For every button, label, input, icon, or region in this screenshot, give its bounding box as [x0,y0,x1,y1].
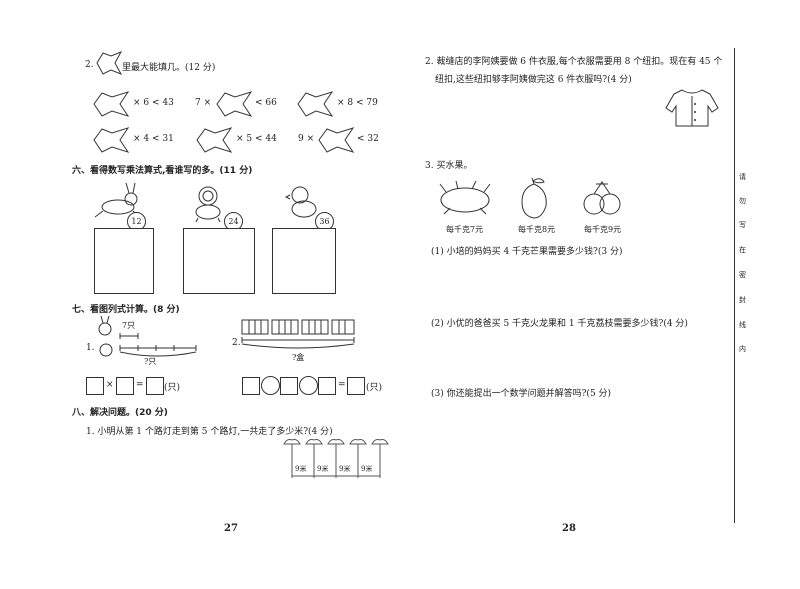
q2-text: 里最大能填几。(12 分) [122,63,216,73]
unit-label-2: (只) [366,383,383,393]
ineq-6-prefix: 9 × [298,134,315,144]
equation-box-7[interactable] [347,377,365,395]
equation-box-1[interactable] [86,377,104,395]
dragon-fruit-icon [439,180,491,215]
r-q3-sub2: (2) 小优的爸爸买 5 千克火龙果和 1 千克荔枝需要多少钱?(4 分) [431,319,688,329]
seal-char-1: 请 [739,173,746,181]
operator-circle-1[interactable] [261,376,280,395]
seal-char-4: 在 [739,246,746,254]
leaf-blank-icon [297,91,334,117]
seal-char-8: 内 [739,345,746,353]
equals-sign: = [136,380,144,390]
r-q3-title: 3. 买水果。 [425,161,473,171]
page-number-left: 27 [224,523,238,534]
s7-q1-top-label: 7只 [122,321,136,330]
leaf-blank-icon [93,127,130,153]
boxes-diagram [241,319,355,349]
seal-char-6: 封 [739,296,746,304]
s7-q2-number: 2. [232,338,241,348]
chick-small-icon [99,343,113,357]
ineq-3: × 8 < 79 [337,98,378,108]
lamp-distance-4: 9米 [361,465,373,473]
answer-box-3[interactable] [272,228,336,294]
ineq-6-suffix: < 32 [357,134,379,144]
equation-box-5[interactable] [280,377,298,395]
s7-q1-bottom-label: ?只 [144,357,157,366]
page-number-right: 28 [562,523,576,534]
shirt-icon [665,89,719,127]
ineq-4: × 4 < 31 [133,134,174,144]
section-8-title: 八、解决问题。(20 分) [72,408,168,418]
rabbit-small-icon [98,315,112,336]
answer-box-2[interactable] [183,228,255,294]
r-q2-line2: 纽扣,这些纽扣够李阿姨做完这 6 件衣服吗?(4 分) [435,75,632,85]
segment-diagram-1 [119,333,197,357]
r-q3-sub3: (3) 你还能提出一个数学问题并解答吗?(5 分) [431,389,612,399]
multiply-sign: × [106,380,114,390]
s7-q2-bottom-label: ?盒 [292,353,305,362]
lamp-distance-3: 9米 [339,465,351,473]
ineq-5: × 5 < 44 [236,134,277,144]
street-lamps-diagram [283,439,389,478]
price-mango: 每千克8元 [518,225,556,234]
equation-box-3[interactable] [146,377,164,395]
seal-char-2: 勿 [739,197,746,205]
ineq-1: × 6 < 43 [133,98,174,108]
section-7-title: 七、看图列式计算。(8 分) [72,305,180,315]
mango-icon [521,177,547,219]
answer-box-1[interactable] [94,228,154,294]
lychee-icon [583,181,621,215]
s7-q1-number: 1. [86,343,95,353]
leaf-blank-icon [318,127,355,153]
unit-label: (只) [164,383,181,393]
seal-char-7: 线 [739,321,746,329]
leaf-blank-icon [93,91,130,117]
equation-box-4[interactable] [242,377,260,395]
leaf-blank-icon [196,127,233,153]
ineq-2-prefix: 7 × [195,98,212,108]
leaf-blank-icon [216,91,253,117]
equation-box-6[interactable] [318,377,336,395]
leaf-blank-icon [96,51,123,75]
s8-q1-text: 1. 小明从第 1 个路灯走到第 5 个路灯,一共走了多少米?(4 分) [86,427,333,437]
lamp-distance-1: 9米 [295,465,307,473]
ineq-2-suffix: < 66 [255,98,277,108]
chick-icon [284,186,317,218]
operator-circle-2[interactable] [299,376,318,395]
q2-number: 2. [85,60,94,70]
equation-box-2[interactable] [116,377,134,395]
r-q2-line1: 2. 裁缝店的李阿姨要做 6 件衣服,每个衣服需要用 8 个纽扣。现在有 45 … [425,57,723,67]
binding-line [734,48,735,523]
price-lychee: 每千克9元 [584,225,622,234]
equals-sign-2: = [338,380,346,390]
lamp-distance-2: 9米 [317,465,329,473]
lion-icon [195,186,221,223]
r-q3-sub1: (1) 小培的妈妈买 4 千克芒果需要多少钱?(3 分) [431,247,623,257]
seal-char-5: 密 [739,271,746,279]
section-6-title: 六、看得数写乘法算式,看谁写的多。(11 分) [72,166,253,176]
price-dragon-fruit: 每千克7元 [446,225,484,234]
seal-char-3: 写 [739,221,746,229]
